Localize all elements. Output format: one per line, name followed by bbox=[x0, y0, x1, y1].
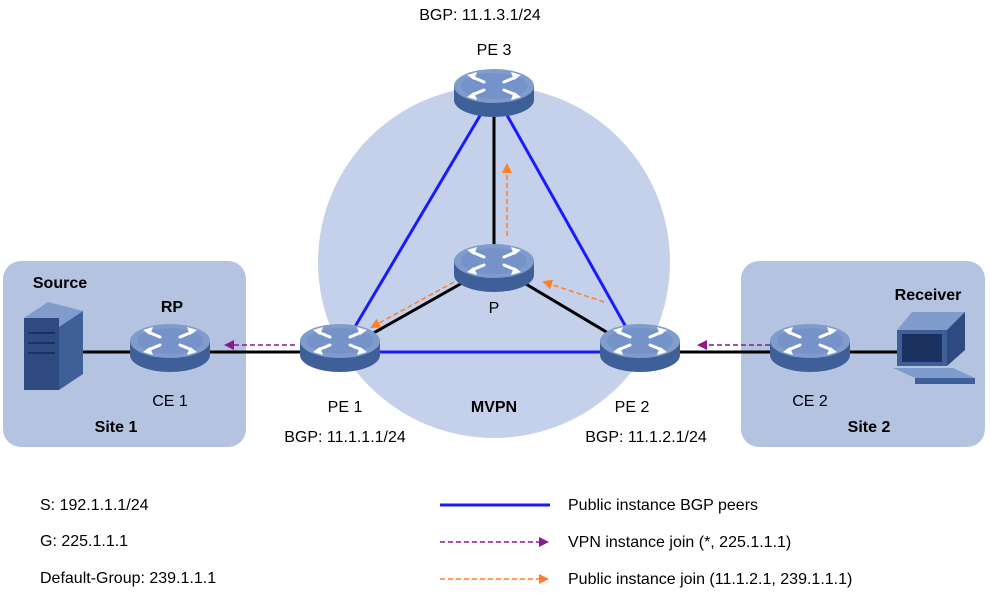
source-address: S: 192.1.1.1/24 bbox=[40, 497, 149, 514]
pe1-bgp-label: BGP: 11.1.1.1/24 bbox=[284, 429, 406, 446]
pe2-router-icon bbox=[598, 322, 682, 374]
pe3-bgp-label: BGP: 11.1.3.1/24 bbox=[419, 7, 541, 24]
pe1-label: PE 1 bbox=[328, 399, 363, 416]
legend-public-join-label: Public instance join (11.1.2.1, 239.1.1.… bbox=[568, 571, 852, 588]
ce2-router-icon bbox=[768, 322, 852, 374]
rp-label: RP bbox=[161, 299, 184, 316]
source-label: Source bbox=[33, 275, 87, 292]
group-address: G: 225.1.1.1 bbox=[40, 533, 128, 550]
pc-icon bbox=[893, 312, 975, 384]
legend-bgp-peers-label: Public instance BGP peers bbox=[568, 497, 758, 514]
ce1-label: CE 1 bbox=[152, 393, 188, 410]
pe2-label: PE 2 bbox=[615, 399, 650, 416]
mvpn-label: MVPN bbox=[471, 399, 517, 416]
ce2-label: CE 2 bbox=[792, 393, 828, 410]
pe1-router-icon bbox=[298, 322, 382, 374]
pe3-router-icon bbox=[452, 67, 536, 119]
default-group-address: Default-Group: 239.1.1.1 bbox=[40, 570, 216, 587]
public-join-arrow-pe2-p bbox=[542, 279, 605, 303]
server-icon bbox=[24, 302, 83, 390]
bgp-line-pe2-pe3 bbox=[492, 91, 642, 353]
pe3-label: PE 3 bbox=[477, 42, 512, 59]
legend-vpn-join-label: VPN instance join (*, 225.1.1.1) bbox=[568, 534, 791, 551]
site2-label: Site 2 bbox=[848, 419, 891, 436]
ce1-router-icon bbox=[128, 322, 212, 374]
bgp-line-pe1-pe3 bbox=[338, 91, 496, 353]
p-router-icon bbox=[452, 242, 536, 294]
site2-area bbox=[741, 261, 985, 447]
site1-label: Site 1 bbox=[95, 419, 138, 436]
pe2-bgp-label: BGP: 11.1.2.1/24 bbox=[585, 429, 707, 446]
p-label: P bbox=[489, 300, 500, 317]
receiver-label: Receiver bbox=[895, 287, 962, 304]
